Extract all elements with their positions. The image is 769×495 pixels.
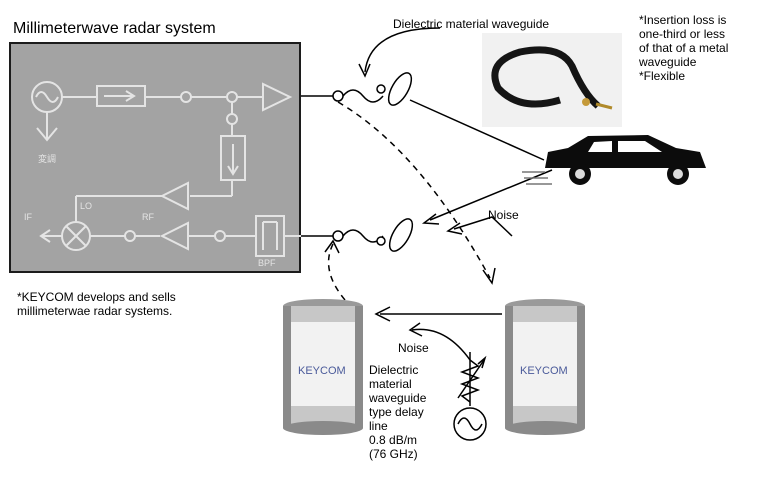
flexible-note: *Flexible xyxy=(639,69,686,83)
rx-antenna-lens xyxy=(388,218,414,252)
waveguide-photo xyxy=(482,33,622,127)
node-4 xyxy=(214,230,226,242)
noise-label-bottom: Noise xyxy=(398,341,429,355)
radar-system-panel xyxy=(9,42,301,273)
if-label: IF xyxy=(24,212,32,222)
car-icon xyxy=(522,135,706,185)
oscillator-sine-icon xyxy=(35,91,59,103)
node-1 xyxy=(180,91,192,103)
waveguide-caption: Dielectric material waveguide xyxy=(393,17,550,31)
diagram-title: Millimeterwave radar system xyxy=(13,20,216,37)
lo-label: LO xyxy=(80,201,93,211)
delay-line-spec: Dielectric material waveguide type delay… xyxy=(369,363,427,461)
rf-label: RF xyxy=(142,212,154,222)
bpf-label: BPF xyxy=(258,258,276,268)
tx-flex-guide xyxy=(342,89,384,103)
lo-amplifier xyxy=(159,181,189,211)
rx-amplifier xyxy=(159,221,189,251)
can-right-brand: KEYCOM xyxy=(520,365,568,377)
node-3 xyxy=(124,230,136,242)
node-2 xyxy=(226,113,238,125)
coupler-node xyxy=(226,91,238,103)
radar-internal-circuit xyxy=(31,81,301,257)
insertion-loss-note: *Insertion loss is one-third or less of … xyxy=(639,13,729,83)
tx-antenna-lens xyxy=(387,72,413,106)
noise-sine-icon xyxy=(457,417,483,431)
can-left-brand: KEYCOM xyxy=(298,365,346,377)
keycom-note: *KEYCOM develops and sells millimeterwae… xyxy=(17,290,176,318)
noise-label-right: Noise xyxy=(488,208,519,222)
modulation-label: 変調 xyxy=(38,154,57,164)
tx-amplifier xyxy=(262,82,293,112)
tx-connector xyxy=(332,90,344,102)
bpf-block xyxy=(255,215,285,257)
delay-line-can-right xyxy=(505,299,585,435)
rx-connector xyxy=(332,230,344,242)
delay-line-can-left xyxy=(283,299,363,435)
noise-source-symbol xyxy=(453,407,487,441)
